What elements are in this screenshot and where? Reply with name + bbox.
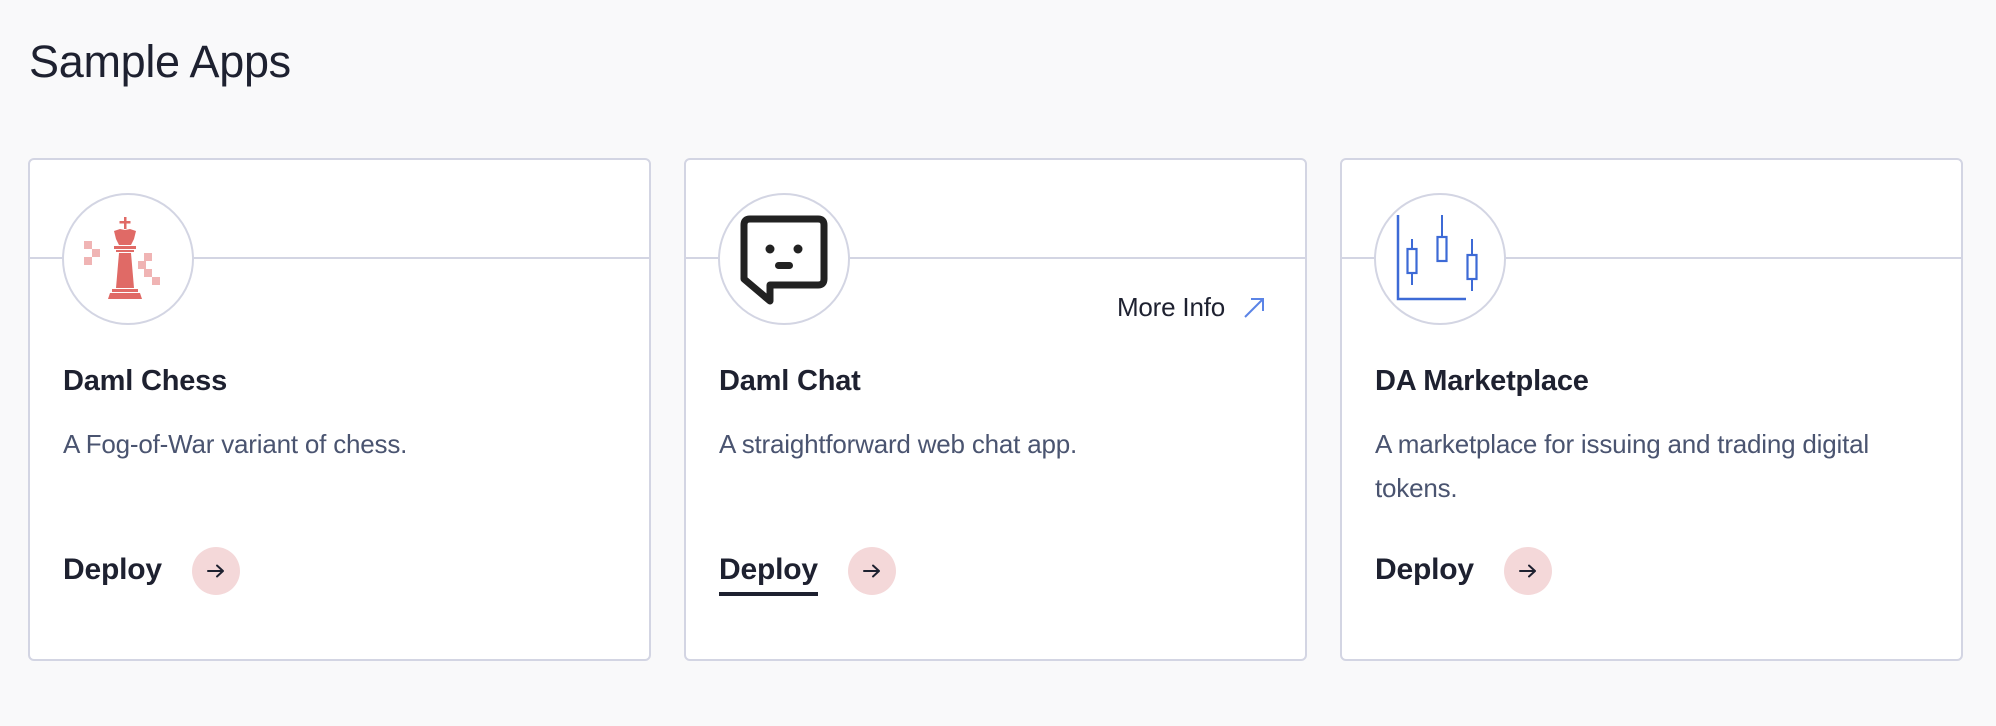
deploy-label[interactable]: Deploy: [1375, 553, 1474, 586]
app-title: DA Marketplace: [1375, 365, 1589, 397]
app-title: Daml Chess: [63, 365, 228, 397]
more-info-label[interactable]: More Info: [1116, 292, 1225, 322]
app-description: A straightforward web chat app.: [719, 429, 1078, 459]
page-title: Sample Apps: [29, 36, 291, 87]
deploy-button[interactable]: Deploy: [63, 547, 240, 596]
app-description: A Fog-of-War variant of chess.: [63, 429, 408, 459]
arrow-right-icon[interactable]: [1503, 547, 1552, 595]
deploy-button[interactable]: Deploy: [719, 547, 896, 596]
app-title: Daml Chat: [719, 365, 861, 397]
app-description: A marketplace for issuing and trading di…: [1375, 429, 1869, 503]
card-divider: [686, 257, 1305, 259]
deploy-button[interactable]: Deploy: [1375, 547, 1552, 596]
card-divider: [30, 257, 649, 259]
deploy-label[interactable]: Deploy: [63, 553, 162, 586]
app-icon-circle: [62, 193, 194, 325]
app-card-da-marketplace: DA Marketplace A marketplace for issuing…: [1340, 158, 1963, 661]
more-info-link[interactable]: More Info: [1117, 292, 1265, 323]
chat-bubble-icon: [740, 215, 828, 305]
app-card-daml-chess: Daml Chess A Fog-of-War variant of chess…: [28, 158, 651, 661]
app-icon-circle: [718, 193, 850, 325]
card-divider: [1342, 257, 1961, 259]
chess-king-icon: [84, 217, 160, 299]
deploy-label[interactable]: Deploy: [719, 552, 818, 596]
external-link-arrow-icon[interactable]: [1243, 297, 1265, 319]
app-card-daml-chat: More Info Daml Chat A straightforward we…: [684, 158, 1307, 661]
app-icon-circle: [1374, 193, 1506, 325]
arrow-right-icon[interactable]: [191, 547, 240, 595]
candlestick-chart-icon: [1396, 215, 1478, 301]
arrow-right-icon[interactable]: [847, 547, 896, 595]
